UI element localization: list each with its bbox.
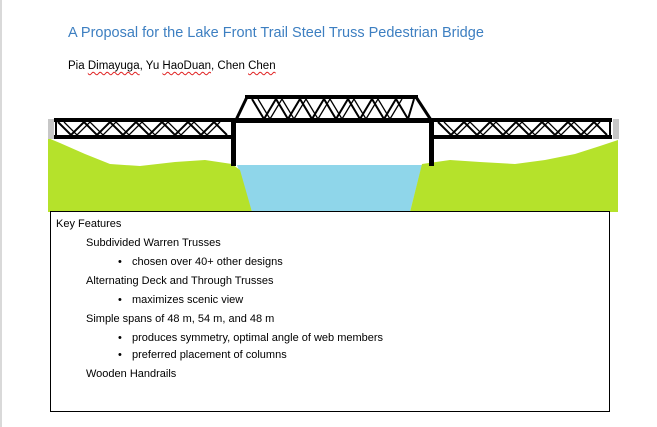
author-name-flagged[interactable]: HaoDuan bbox=[162, 60, 212, 72]
bridge-illustration bbox=[48, 95, 619, 212]
feature-subitem: •maximizes scenic view bbox=[118, 294, 244, 306]
right-abutment bbox=[613, 119, 619, 139]
authors-separator: , Chen bbox=[211, 60, 249, 72]
author-surname-flagged[interactable]: Dimayuga bbox=[87, 60, 140, 72]
feature-item: Wooden Handrails bbox=[86, 368, 177, 380]
bullet: • bbox=[118, 332, 122, 344]
feature-item: Alternating Deck and Through Trusses bbox=[86, 275, 274, 287]
right-deck-truss bbox=[434, 118, 612, 139]
feature-subitem: •chosen over 40+ other designs bbox=[118, 256, 283, 268]
center-through-truss bbox=[234, 95, 433, 123]
feature-subitem: •preferred placement of columns bbox=[118, 349, 287, 361]
key-features-box: Key Features Subdivided Warren Trusses •… bbox=[50, 211, 610, 412]
bullet: • bbox=[118, 294, 122, 306]
document-title: A Proposal for the Lake Front Trail Stee… bbox=[68, 25, 484, 41]
steel-truss bbox=[54, 95, 612, 166]
river-water bbox=[237, 165, 422, 212]
left-abutment bbox=[48, 119, 54, 139]
author-first-name: Pia bbox=[68, 60, 85, 72]
bullet: • bbox=[118, 256, 122, 268]
key-features-heading: Key Features bbox=[56, 218, 122, 230]
right-pier bbox=[429, 118, 434, 166]
page-edge bbox=[0, 0, 2, 427]
bullet: • bbox=[118, 349, 122, 361]
authors-separator: , Yu bbox=[139, 60, 163, 72]
left-pier bbox=[231, 118, 236, 166]
feature-subitem: •produces symmetry, optimal angle of web… bbox=[118, 332, 384, 344]
feature-item: Simple spans of 48 m, 54 m, and 48 m bbox=[86, 313, 275, 325]
feature-item: Subdivided Warren Trusses bbox=[86, 237, 221, 249]
right-bank-grass bbox=[410, 140, 618, 212]
left-deck-truss bbox=[54, 118, 232, 139]
author-name-flagged[interactable]: Chen bbox=[248, 60, 276, 72]
authors-line: Pia Dimayuga, Yu HaoDuan, Chen Chen bbox=[68, 60, 276, 72]
left-bank-grass bbox=[48, 138, 252, 212]
